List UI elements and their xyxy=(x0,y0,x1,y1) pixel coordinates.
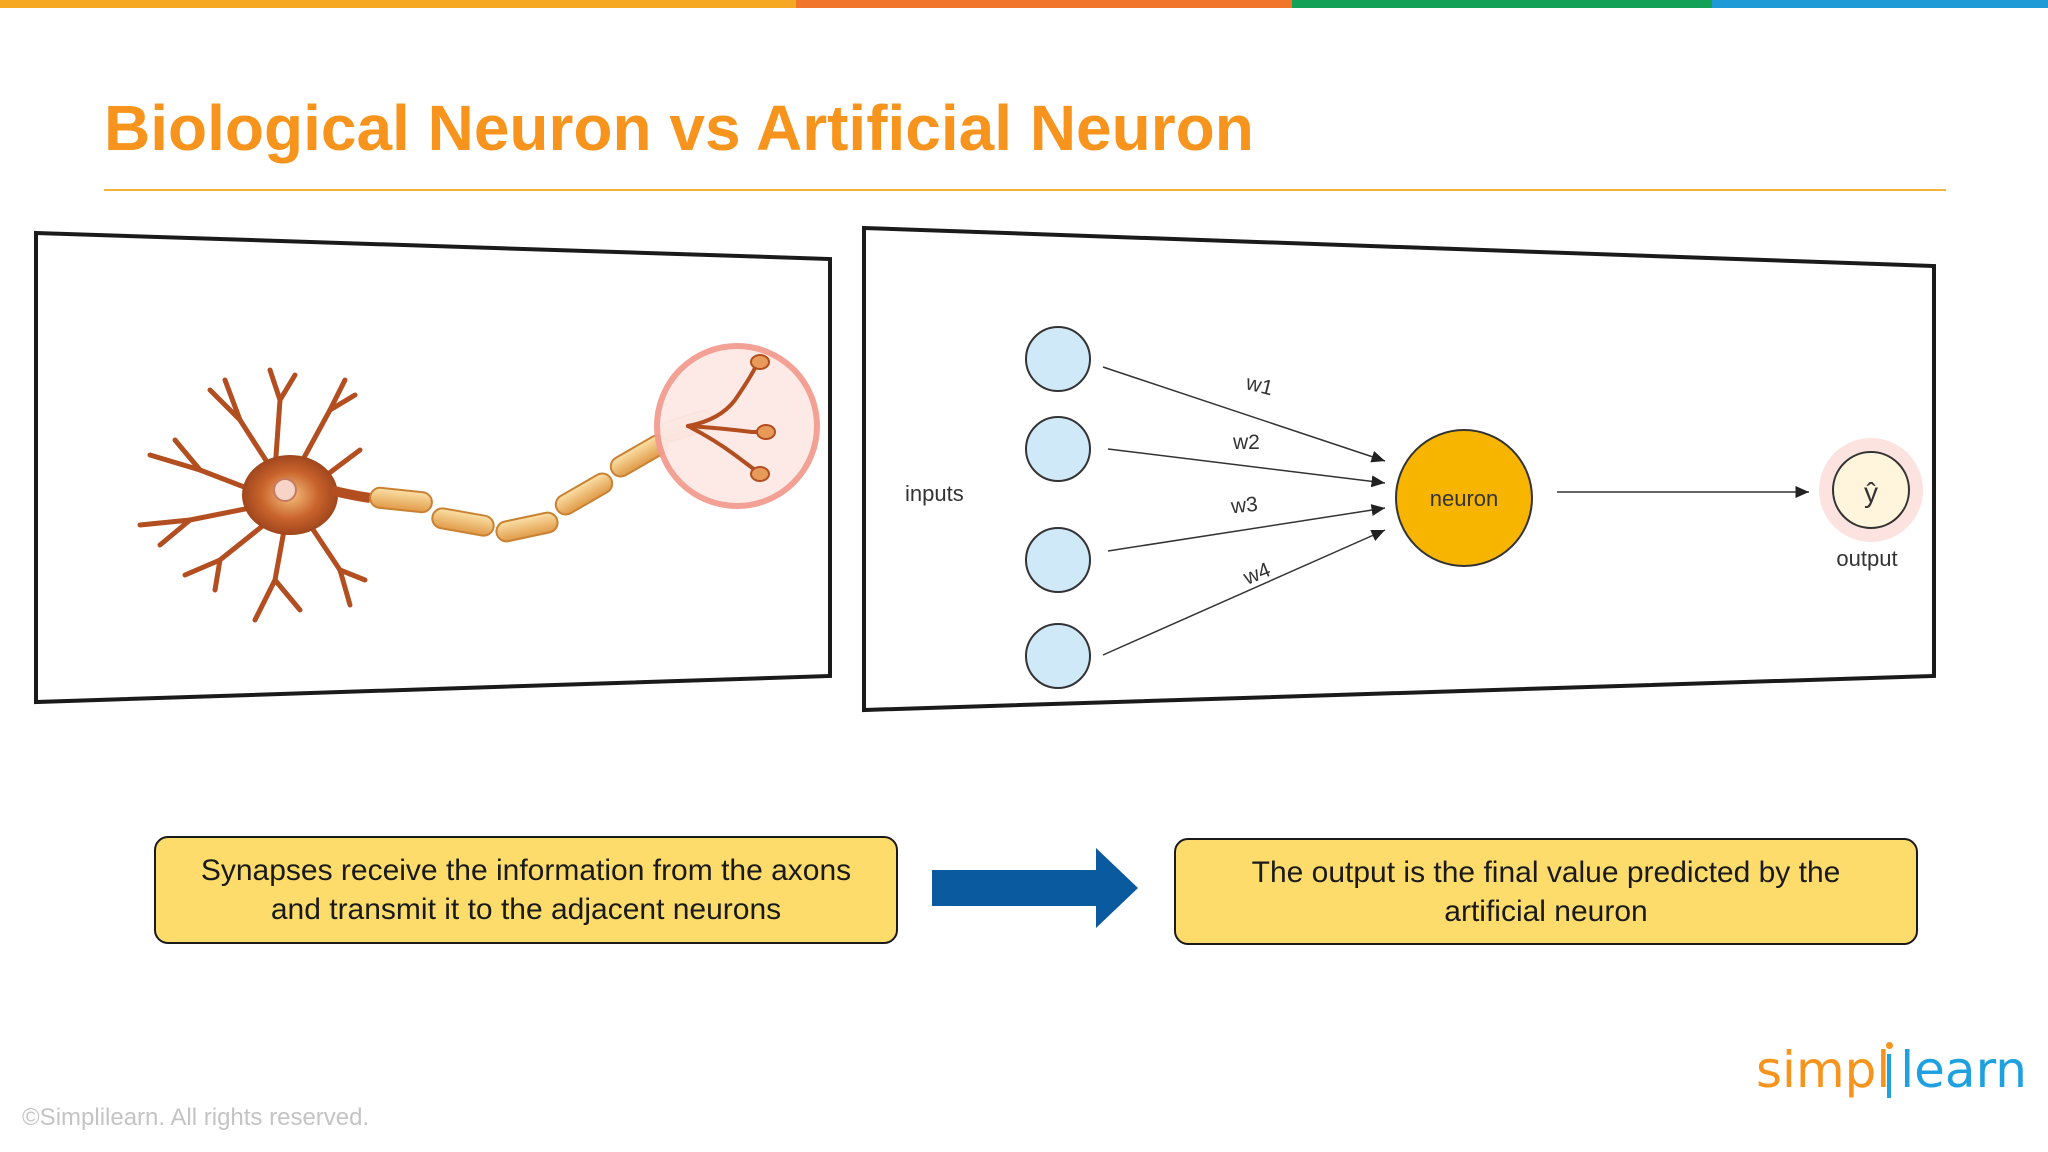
neuron-label: neuron xyxy=(1430,486,1499,511)
weight-edge-3 xyxy=(1107,504,1386,552)
weight-label-2: w2 xyxy=(1232,431,1260,454)
output-caption: The output is the final value predicted … xyxy=(1174,838,1918,945)
biological-neuron-panel xyxy=(34,230,832,705)
copyright-notice: ©Simplilearn. All rights reserved. xyxy=(22,1104,370,1131)
input-node-2 xyxy=(1025,416,1091,482)
title-divider xyxy=(104,189,1946,191)
output-symbol: ŷ xyxy=(1864,477,1878,508)
weight-edge-4 xyxy=(1102,529,1386,656)
synapse-caption: Synapses receive the information from th… xyxy=(154,836,898,944)
right-arrow-icon xyxy=(932,848,1138,928)
output-node xyxy=(1832,451,1910,529)
logo-text-simpl: simpl xyxy=(1756,1041,1891,1099)
artificial-neuron-panel: inputs w1 w2 w3 w4 neuron ŷ output xyxy=(862,225,1936,713)
neuron-node xyxy=(1395,429,1533,567)
logo-text-learn: learn xyxy=(1900,1041,2027,1099)
weight-edge-2 xyxy=(1107,448,1386,488)
input-node-3 xyxy=(1025,527,1091,593)
input-node-4 xyxy=(1025,623,1091,689)
inputs-label: inputs xyxy=(905,481,964,506)
logo-i-stem xyxy=(1887,1054,1891,1098)
biological-neuron-illustration xyxy=(137,343,820,623)
weight-label-3: w3 xyxy=(1229,493,1259,519)
top-color-bar xyxy=(0,0,2048,8)
logo-i-dot xyxy=(1886,1042,1893,1049)
output-label: output xyxy=(1836,546,1897,571)
input-node-1 xyxy=(1025,326,1091,392)
weight-edge-1 xyxy=(1102,366,1386,463)
slide-title: Biological Neuron vs Artificial Neuron xyxy=(104,92,1254,164)
